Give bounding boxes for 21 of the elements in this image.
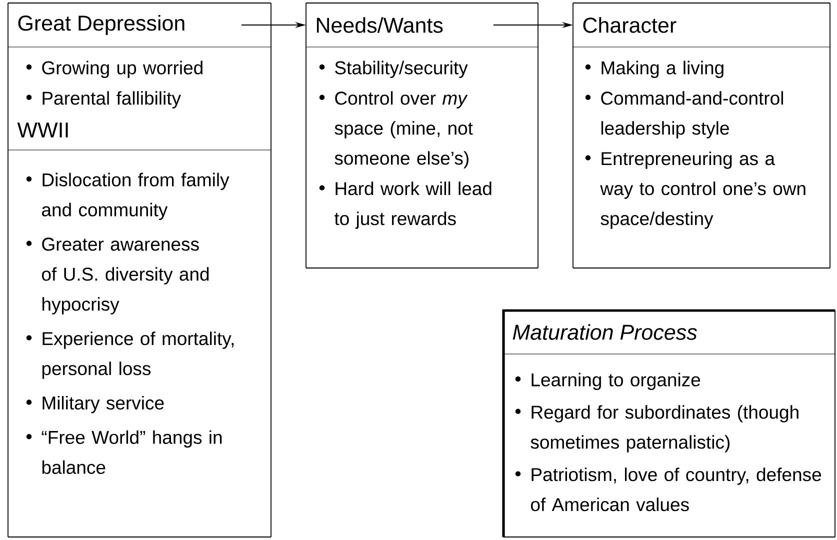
bullet-item: Parental fallibility xyxy=(26,91,181,108)
bullet-item: Patriotism, love of country, defense of American values xyxy=(515,468,822,512)
heading: Character xyxy=(583,17,676,33)
bullet-item: Growing up worried xyxy=(26,60,202,78)
bullet-item: Military service xyxy=(26,396,164,414)
bullet-item: Dislocation from family and community xyxy=(26,172,230,220)
bullet-item: Making a living xyxy=(585,60,724,78)
heading: Maturation Process xyxy=(512,324,697,340)
bullet-item: Regard for subordinates (though sometimes paternalistic) xyxy=(515,405,798,452)
bullet-item: Greater awareness of U.S. diversity and hypocrisy xyxy=(26,238,209,314)
heading: Great Depression xyxy=(18,14,184,36)
bullet-item: “Free World” hangs in balance xyxy=(26,430,222,474)
bullet-item: Stability/security xyxy=(319,60,468,78)
bullet-item: Learning to organize xyxy=(515,372,700,390)
bullet-item: Entrepreneuring as a way to control one’s own space/destiny xyxy=(585,152,806,229)
bullet-item: Command-and-control leadership style xyxy=(585,91,783,138)
heading: Needs/Wants xyxy=(316,17,443,33)
bullet-item: Hard work will lead to just rewards xyxy=(319,182,492,229)
bullet-item: Control over my space (mine, not someone else’s) xyxy=(319,91,473,168)
heading: WWII xyxy=(17,122,68,138)
bullet-item: Experience of mortality, personal loss xyxy=(26,332,234,379)
